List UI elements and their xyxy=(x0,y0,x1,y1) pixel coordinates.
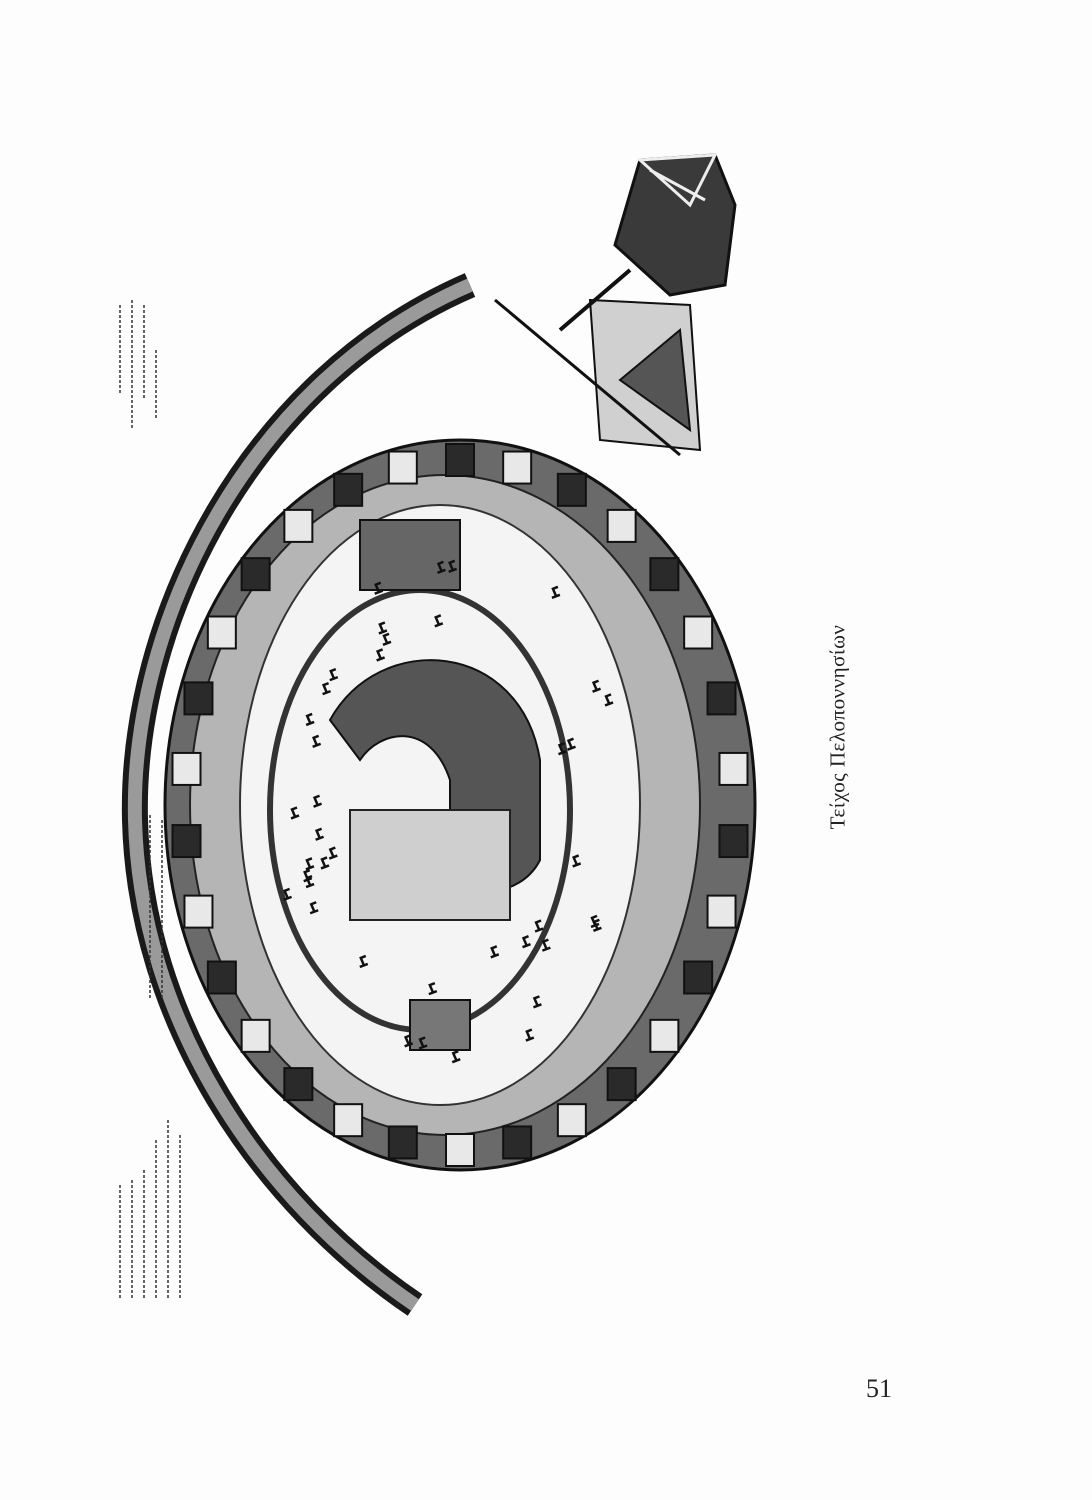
wall-tower xyxy=(683,615,714,650)
soldier-figure xyxy=(282,887,293,902)
wall-tower xyxy=(283,508,314,543)
soldier-figure xyxy=(451,1050,461,1064)
wall-tower xyxy=(706,894,737,929)
soldier-figure xyxy=(525,1028,535,1042)
wall-tower xyxy=(183,681,214,716)
wall-tower xyxy=(206,615,237,650)
soldier-figure xyxy=(305,857,315,871)
soldier-figure xyxy=(329,667,339,682)
soldier-figure xyxy=(359,954,369,969)
soldier-figure xyxy=(436,560,446,574)
soldier-figure xyxy=(604,693,614,707)
wall-tower xyxy=(240,557,271,592)
soldier-figure xyxy=(311,734,322,748)
wall-tower xyxy=(706,681,737,716)
soldier-figures xyxy=(282,559,614,1064)
wall-tower xyxy=(333,1103,364,1138)
engraved-legend-lettering xyxy=(119,300,181,1300)
fortress-courtyard xyxy=(239,504,641,1106)
soldier-figure xyxy=(374,581,384,595)
soldier-figure xyxy=(290,806,300,820)
soldier-figure xyxy=(375,648,386,662)
wall-towers xyxy=(171,443,749,1167)
soldier-figure xyxy=(305,712,315,727)
soldier-figure xyxy=(428,981,438,996)
wall-tower xyxy=(387,1125,418,1160)
soldier-figure xyxy=(403,1034,414,1048)
outer-moat-inner-line xyxy=(127,278,473,1311)
soldier-figure xyxy=(382,632,392,646)
inner-gate-building xyxy=(349,809,511,921)
wall-tower xyxy=(556,1103,587,1138)
wall-tower xyxy=(206,960,237,995)
wall-tower xyxy=(171,751,202,786)
wall-tower xyxy=(183,894,214,929)
soldier-figure xyxy=(309,901,319,915)
wall-tower xyxy=(445,443,475,477)
wall-tower xyxy=(683,960,714,995)
soldier-figure xyxy=(490,945,500,959)
soldier-figure xyxy=(532,995,542,1009)
soldier-figure xyxy=(320,856,330,870)
soldier-figure xyxy=(434,614,444,628)
soldier-figure xyxy=(566,737,576,751)
soldier-figure xyxy=(572,854,582,868)
soldier-figure xyxy=(551,585,561,599)
wall-tower xyxy=(283,1067,314,1102)
soldier-figure xyxy=(305,874,315,889)
central-keep xyxy=(359,519,461,591)
wall-tower xyxy=(718,751,749,786)
soldier-figure xyxy=(557,742,567,756)
courtyard-building xyxy=(409,999,471,1051)
soldier-figure xyxy=(321,681,332,696)
wall-tower xyxy=(171,824,202,859)
page-number: 51 xyxy=(866,1374,892,1403)
wall-tower xyxy=(502,1125,533,1160)
soldier-figure xyxy=(314,827,325,841)
soldier-figure xyxy=(312,794,322,808)
wall-tower xyxy=(240,1018,271,1053)
soldier-figure xyxy=(378,621,388,635)
wall-tower xyxy=(649,557,680,592)
wall-tower xyxy=(606,508,637,543)
soldier-figure xyxy=(418,1036,428,1050)
soldier-figure xyxy=(592,918,602,932)
wall-tower xyxy=(718,824,749,859)
wall-tower xyxy=(445,1133,475,1167)
wall-tower xyxy=(387,450,418,485)
siege-tower xyxy=(494,153,737,457)
soldier-figure xyxy=(448,559,458,573)
soldier-figure xyxy=(521,935,531,949)
soldier-figure xyxy=(541,938,551,952)
figure-caption: Τείχος Πελοποννησίων xyxy=(825,624,850,830)
soldier-figure xyxy=(591,679,602,693)
soldier-figure xyxy=(534,919,544,933)
wall-tower xyxy=(649,1018,680,1053)
wall-tower xyxy=(556,472,587,507)
wall-tower xyxy=(333,472,364,507)
wall-tower xyxy=(502,450,533,485)
soldier-figure xyxy=(328,846,338,860)
wall-tower xyxy=(606,1067,637,1102)
